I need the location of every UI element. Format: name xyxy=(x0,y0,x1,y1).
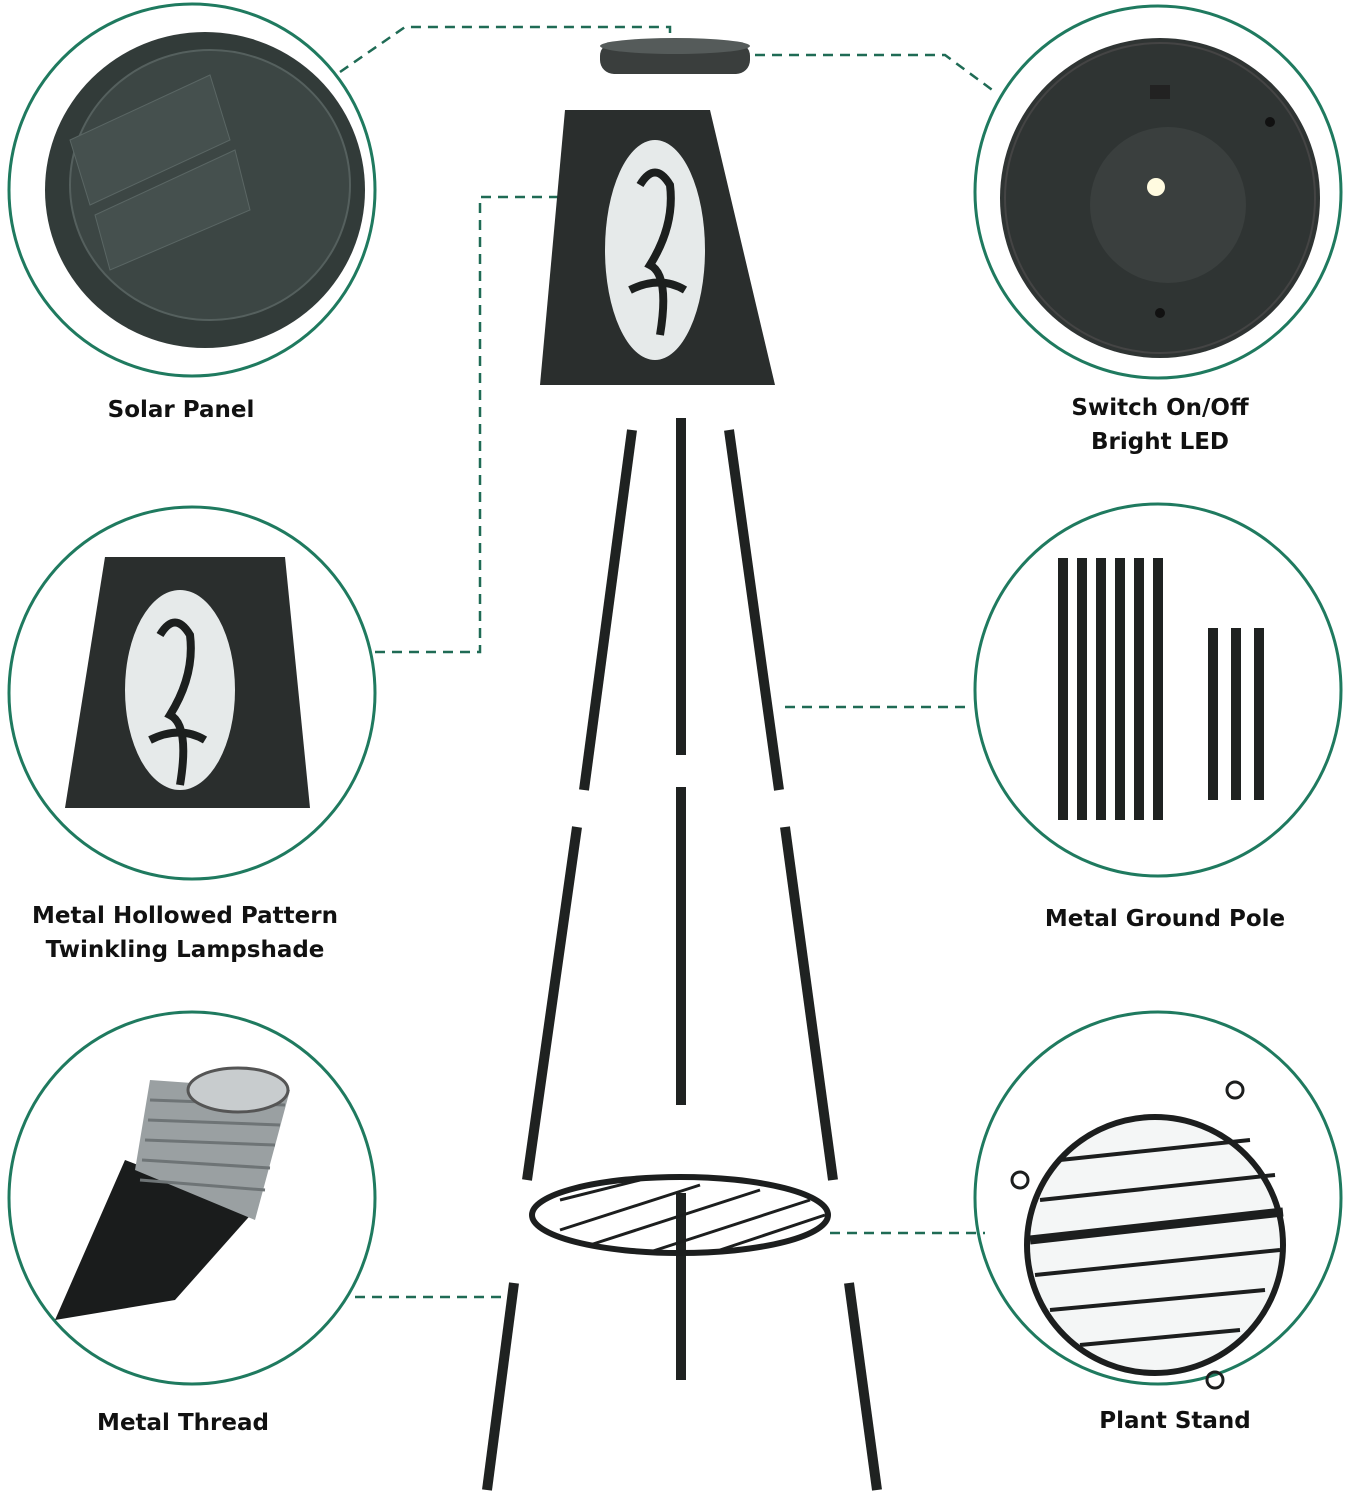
circle-plant-stand xyxy=(973,1010,1343,1386)
callout-plant-stand: Plant Stand xyxy=(1099,1404,1251,1438)
connector-solar xyxy=(339,25,672,74)
label-switch: Switch On/Off xyxy=(1071,395,1249,421)
label-solar-panel: Solar Panel xyxy=(107,397,255,423)
circle-ground-pole xyxy=(973,502,1343,878)
switch-led-image xyxy=(1000,38,1320,358)
plant-stand-main xyxy=(529,1174,831,1256)
dashed-connectors xyxy=(339,25,996,1299)
label-twinkling-lampshade: Twinkling Lampshade xyxy=(45,937,325,963)
lampshade-closeup-image xyxy=(65,557,310,808)
callout-lampshade: Metal Hollowed Pattern Twinkling Lampsha… xyxy=(32,899,338,967)
plant-stand-closeup-image xyxy=(1010,1080,1286,1390)
power-switch xyxy=(1150,85,1170,99)
metal-thread-image xyxy=(55,1066,290,1320)
circle-switch xyxy=(973,4,1343,380)
label-hollowed-pattern: Metal Hollowed Pattern xyxy=(32,903,338,929)
circle-solar-panel xyxy=(7,2,377,378)
connector-lampshade xyxy=(375,195,575,654)
tripod-poles xyxy=(482,418,882,1491)
circle-metal-thread xyxy=(7,1010,377,1386)
connector-switch xyxy=(755,53,996,94)
callout-ground-pole: Metal Ground Pole xyxy=(1045,902,1285,936)
solar-lid xyxy=(600,38,750,74)
label-plant-stand: Plant Stand xyxy=(1099,1408,1251,1434)
callout-switch: Switch On/Off Bright LED xyxy=(1071,391,1248,459)
circle-lampshade xyxy=(7,505,377,881)
lampshade-main xyxy=(540,110,775,385)
led-bulb xyxy=(1147,178,1165,196)
callout-solar-panel: Solar Panel xyxy=(108,393,255,427)
label-ground-pole: Metal Ground Pole xyxy=(1044,906,1286,932)
callout-circles xyxy=(7,2,1343,1386)
callout-metal-thread: Metal Thread xyxy=(97,1406,269,1440)
label-metal-thread: Metal Thread xyxy=(97,1410,269,1436)
solar-panel-image xyxy=(45,32,365,348)
ground-poles-image xyxy=(1058,558,1264,820)
label-bright-led: Bright LED xyxy=(1090,429,1230,455)
